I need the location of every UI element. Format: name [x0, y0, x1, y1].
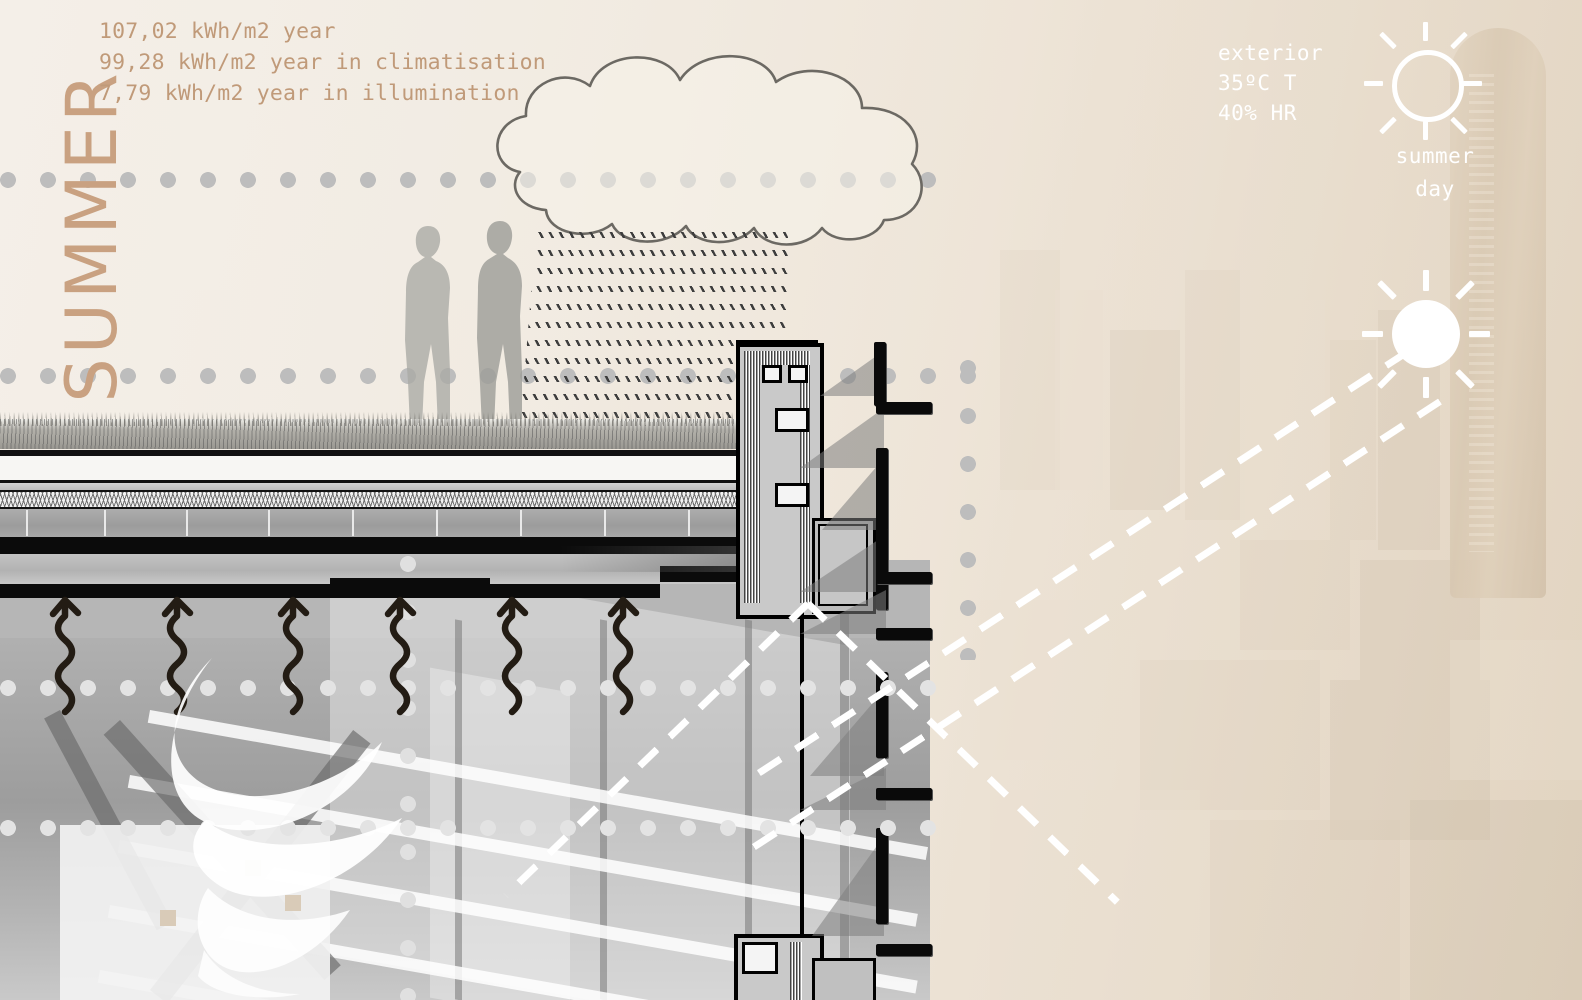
energy-stat-climatisation: 99,28 kWh/m2 year in climatisation: [99, 50, 546, 75]
energy-stat-total: 107,02 kWh/m2 year: [99, 19, 336, 44]
energy-stats: 107,02 kWh/m2 year 99,28 kWh/m2 year in …: [99, 16, 546, 109]
exterior-temperature: 35ºC T: [1218, 71, 1297, 95]
sun-legend-caption: summer day: [1340, 140, 1530, 206]
ceiling-slab: [0, 584, 660, 598]
exterior-humidity: 40% HR: [1218, 101, 1297, 125]
sun-icon: [1364, 22, 1488, 146]
sun-caption-line1: summer: [1395, 144, 1475, 168]
sun-filled-icon: [1362, 270, 1490, 398]
exterior-conditions: exterior 35ºC T 40% HR: [1218, 38, 1323, 128]
sun-caption-line2: day: [1415, 177, 1455, 201]
person-silhouette: [405, 226, 450, 428]
energy-stat-illumination: 7,79 kWh/m2 year in illumination: [99, 81, 520, 106]
insulation-hatch: [0, 492, 800, 507]
cloud-icon: [496, 54, 923, 246]
exterior-label: exterior: [1218, 41, 1324, 65]
dot-row-bottom: [0, 820, 960, 837]
air-vortex: [171, 658, 402, 998]
dot-column-right: [960, 360, 977, 660]
rising-heat-arrows: [49, 596, 640, 716]
person-silhouette: [477, 221, 522, 428]
green-roof-vegetation: [0, 419, 790, 449]
dot-column-center: [400, 556, 417, 1000]
